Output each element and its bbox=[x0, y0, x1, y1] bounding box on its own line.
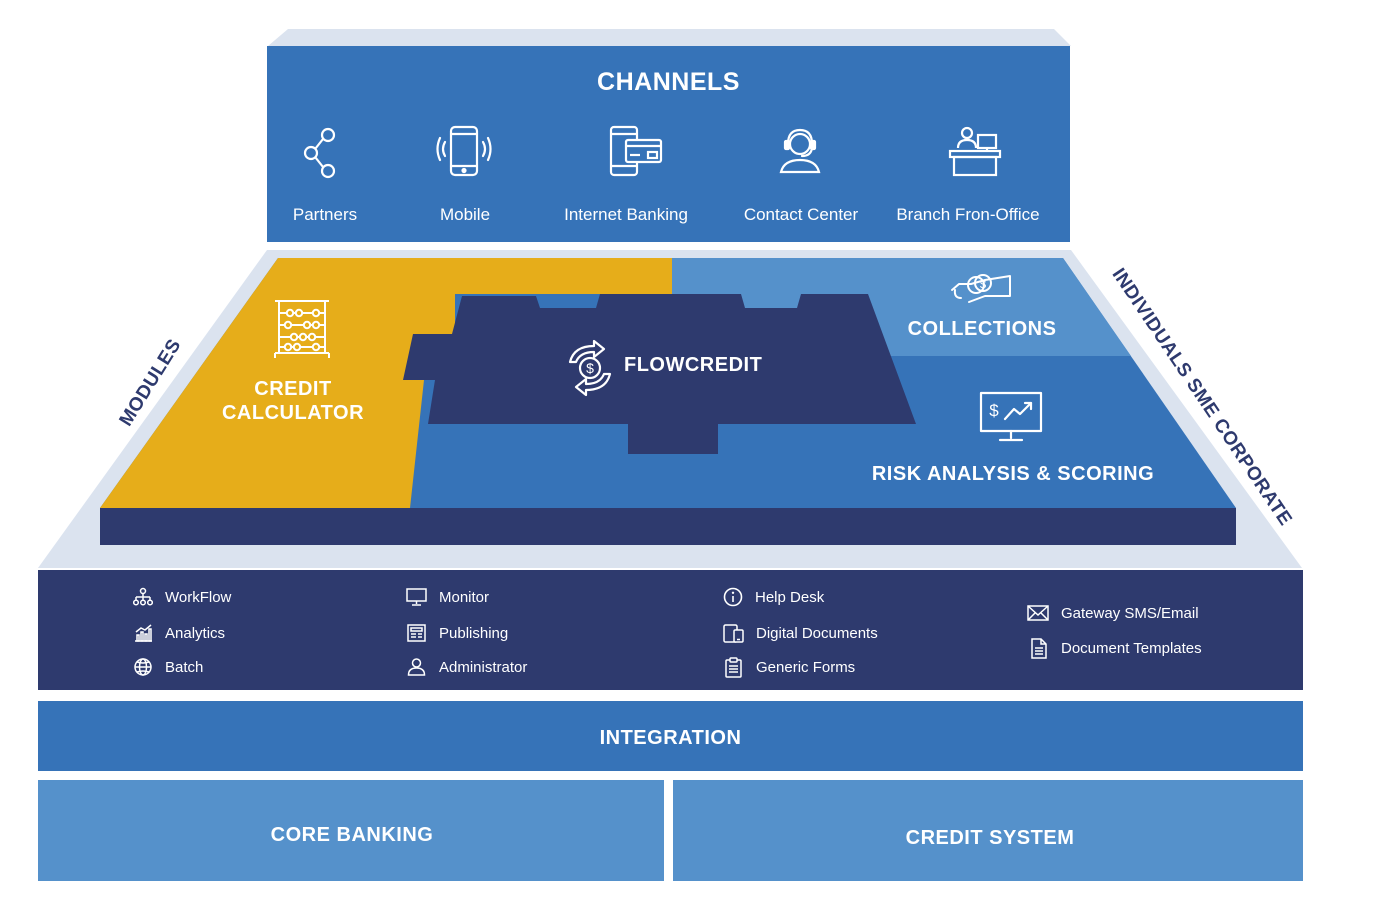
channel-label-contact-center: Contact Center bbox=[743, 205, 859, 224]
document-icon bbox=[1031, 638, 1047, 659]
integration-label: INTEGRATION bbox=[599, 727, 742, 749]
service-label-batch: Batch bbox=[165, 658, 204, 676]
risk-analysis-label: RISK ANALYSIS & SCORING bbox=[871, 463, 1155, 485]
flowcredit-area bbox=[403, 294, 916, 454]
hand-coin-icon: $ bbox=[951, 274, 1011, 303]
service-publishing: Publishing bbox=[406, 623, 508, 643]
credit-calculator-label-line2: CALCULATOR bbox=[221, 402, 365, 424]
credit-system-label: CREDIT SYSTEM bbox=[905, 827, 1075, 849]
abacus-icon bbox=[274, 300, 330, 358]
integration-panel bbox=[38, 701, 1303, 771]
channel-label-partners: Partners bbox=[292, 205, 358, 224]
service-generic-forms: Generic Forms bbox=[723, 657, 855, 678]
credit-calculator-label-line1: CREDIT bbox=[254, 378, 332, 400]
service-digital-documents: Digital Documents bbox=[723, 623, 878, 644]
devices-icon bbox=[723, 624, 744, 643]
service-label-digital-documents: Digital Documents bbox=[756, 625, 878, 642]
monitor-icon bbox=[406, 588, 427, 606]
core-banking-label: CORE BANKING bbox=[270, 824, 434, 846]
envelope-icon bbox=[1027, 605, 1049, 621]
info-icon bbox=[723, 587, 743, 607]
share-icon bbox=[303, 127, 336, 179]
svg-text:$: $ bbox=[980, 279, 986, 291]
globe-icon bbox=[134, 658, 152, 676]
credit-system-panel bbox=[673, 780, 1303, 881]
service-monitor: Monitor bbox=[406, 587, 489, 607]
channels-title: CHANNELS bbox=[597, 68, 740, 96]
service-batch: Batch bbox=[133, 657, 203, 677]
service-label-help-desk: Help Desk bbox=[755, 588, 825, 606]
workflow-icon bbox=[133, 587, 153, 606]
channels-panel bbox=[267, 46, 1070, 242]
desk-clerk-icon bbox=[948, 126, 1002, 177]
collections-label: COLLECTIONS bbox=[907, 318, 1057, 340]
modules-front-edge bbox=[100, 508, 1236, 545]
service-label-administrator: Administrator bbox=[439, 658, 528, 676]
smartphone-icon bbox=[436, 125, 492, 177]
service-label-gateway-sms-email: Gateway SMS/Email bbox=[1061, 604, 1199, 622]
channel-label-branch-front-office: Branch Fron-Office bbox=[896, 205, 1040, 224]
dollar-cycle-icon: $ bbox=[568, 339, 612, 397]
svg-text:$: $ bbox=[586, 360, 594, 376]
newspaper-icon bbox=[407, 624, 426, 642]
service-label-analytics: Analytics bbox=[165, 624, 226, 642]
credit-calculator-area bbox=[100, 258, 672, 508]
service-administrator: Administrator bbox=[406, 657, 527, 677]
core-banking-panel bbox=[38, 780, 664, 881]
service-label-workflow: WorkFlow bbox=[165, 588, 232, 606]
service-gateway-sms-email: Gateway SMS/Email bbox=[1027, 603, 1199, 623]
service-label-document-templates: Document Templates bbox=[1061, 640, 1202, 657]
user-icon bbox=[407, 658, 426, 676]
clipboard-icon bbox=[725, 657, 742, 678]
service-workflow: WorkFlow bbox=[133, 587, 231, 607]
card-phone-icon bbox=[609, 125, 663, 177]
service-label-publishing: Publishing bbox=[439, 624, 509, 642]
services-panel bbox=[38, 570, 1303, 690]
headset-agent-icon bbox=[779, 128, 821, 174]
service-analytics: Analytics bbox=[133, 623, 225, 643]
chart-monitor-icon: $ bbox=[979, 391, 1043, 442]
svg-text:$: $ bbox=[989, 401, 999, 420]
channel-label-mobile: Mobile bbox=[439, 205, 491, 224]
service-label-monitor: Monitor bbox=[439, 588, 490, 606]
service-help-desk: Help Desk bbox=[723, 587, 824, 607]
service-label-generic-forms: Generic Forms bbox=[756, 659, 856, 676]
channel-label-internet-banking: Internet Banking bbox=[564, 205, 688, 224]
flowcredit-label: FLOWCREDIT bbox=[624, 354, 763, 376]
analytics-icon bbox=[135, 624, 152, 642]
service-document-templates: Document Templates bbox=[1029, 638, 1202, 659]
channels-bevel bbox=[268, 29, 1071, 46]
